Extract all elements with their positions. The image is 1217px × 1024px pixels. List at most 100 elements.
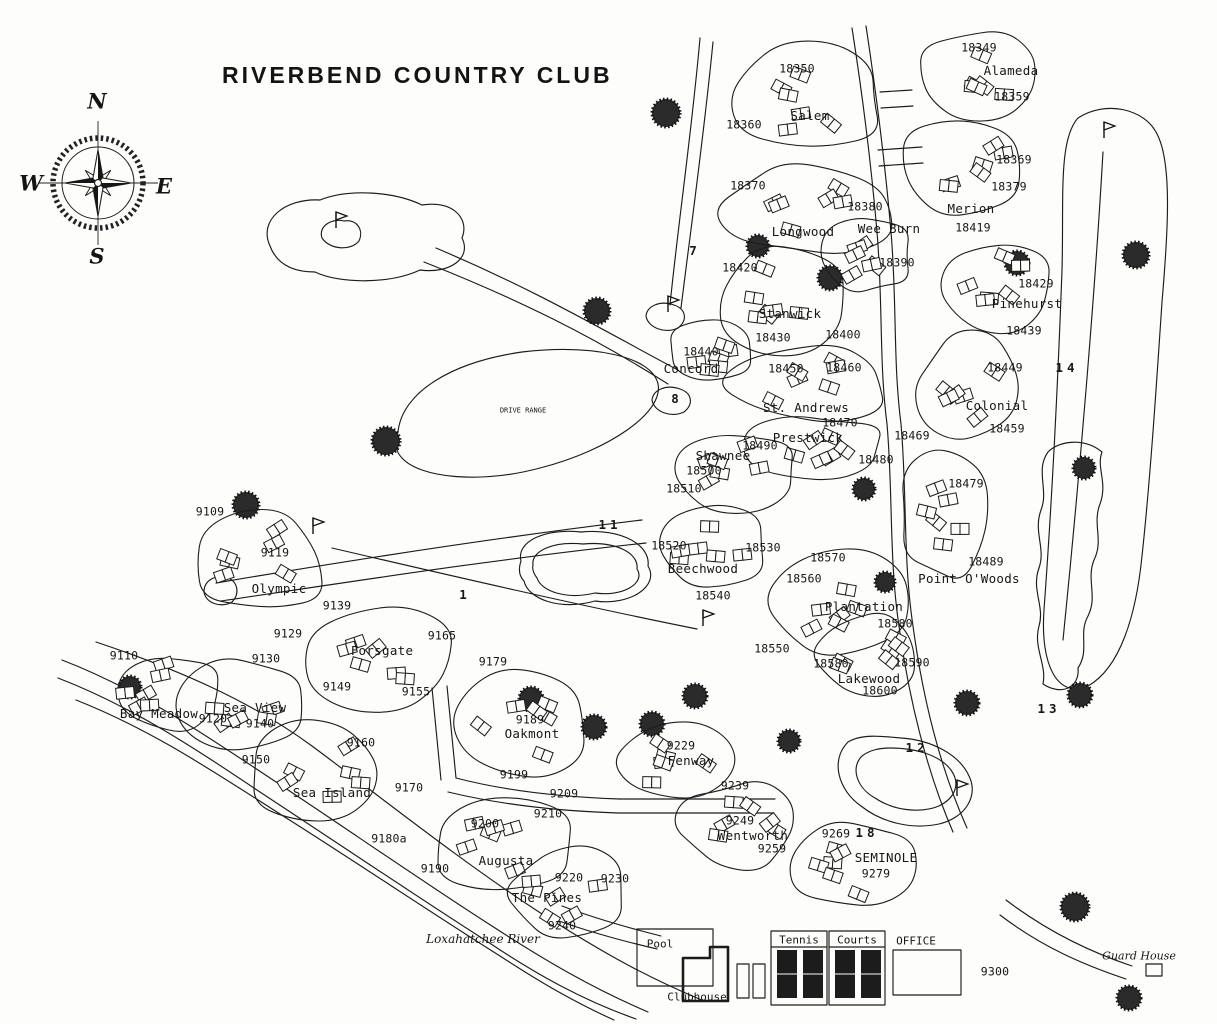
address-label: 9149 xyxy=(322,679,352,694)
neighborhood-boundary xyxy=(117,657,219,732)
building xyxy=(789,65,812,84)
building xyxy=(937,388,960,408)
neighborhood-label: Plantation xyxy=(824,598,904,614)
building xyxy=(887,636,910,658)
road xyxy=(851,27,954,833)
building xyxy=(840,264,863,285)
building xyxy=(802,429,825,451)
building xyxy=(455,838,478,856)
neighborhood-boundary xyxy=(305,606,452,713)
address-label: 18580 xyxy=(813,656,849,671)
neighborhood-boundary xyxy=(437,797,571,891)
neighborhood-label: Wee Burn xyxy=(857,220,921,236)
fairway-line xyxy=(1062,151,1104,641)
building xyxy=(204,701,225,715)
neighborhood-label: Augusta xyxy=(478,852,534,868)
building xyxy=(975,293,996,307)
neighborhood-label: Prestwick xyxy=(772,429,844,445)
river-line xyxy=(95,641,705,1002)
road xyxy=(880,105,914,109)
hole-number-label: 7 xyxy=(689,242,701,258)
address-label: 18419 xyxy=(955,220,991,235)
building xyxy=(282,762,306,782)
address-label: 9129 xyxy=(273,626,303,641)
tennis-block xyxy=(828,930,886,1006)
building xyxy=(707,827,729,843)
building xyxy=(777,122,798,137)
neighborhood-label: Concord xyxy=(663,360,719,376)
neighborhood-label: Fenway xyxy=(667,752,715,768)
outbuilding xyxy=(752,963,766,999)
hole-number-label: 1 xyxy=(459,586,471,602)
tree-icon xyxy=(370,425,402,457)
building xyxy=(821,866,844,885)
tree-icon xyxy=(776,728,802,754)
building xyxy=(994,87,1014,102)
building xyxy=(763,303,784,318)
building xyxy=(736,435,759,454)
neighborhood-label: Alameda xyxy=(983,62,1039,78)
building xyxy=(937,492,959,508)
address-label: 18360 xyxy=(726,117,762,132)
tree-icon xyxy=(650,97,682,129)
address-label: 9180a xyxy=(371,831,407,846)
building xyxy=(950,522,970,535)
neighborhood-label: The Pines xyxy=(511,889,583,905)
building xyxy=(738,795,762,817)
green xyxy=(651,386,691,415)
address-label: 18560 xyxy=(786,571,822,586)
building xyxy=(364,637,387,660)
tree-icon xyxy=(1066,681,1094,709)
building xyxy=(139,698,160,712)
fairway-line xyxy=(680,41,714,309)
address-label: 9155 xyxy=(401,684,431,699)
pond xyxy=(855,747,957,811)
building xyxy=(800,618,823,638)
address-label: 9189 xyxy=(515,712,545,727)
address-label: 18520 xyxy=(651,538,687,553)
neighborhood-label: Oakmont xyxy=(504,725,560,741)
building xyxy=(836,582,857,598)
building xyxy=(915,503,938,520)
address-label: 9199 xyxy=(499,767,529,782)
tree-icon xyxy=(873,570,897,594)
address-label: 9119 xyxy=(260,545,290,560)
road xyxy=(865,25,968,829)
address-label: 18550 xyxy=(754,641,790,656)
building xyxy=(274,563,298,584)
feature-label: Courts xyxy=(837,933,877,947)
address-label: 18440 xyxy=(683,344,719,359)
fairway xyxy=(266,192,465,282)
address-label: 18420 xyxy=(722,260,758,275)
road xyxy=(455,777,621,800)
building xyxy=(395,672,415,686)
pin-flags xyxy=(312,121,1117,796)
pool-deck xyxy=(636,928,714,987)
compass-west-label: W xyxy=(19,170,43,196)
clubhouse-building xyxy=(681,945,730,1003)
road xyxy=(431,687,442,781)
building xyxy=(758,811,781,834)
neighborhood-label: Bay Meadow xyxy=(119,705,199,721)
hole-number-label: 11 xyxy=(598,516,622,532)
address-label: 9140 xyxy=(245,716,275,731)
address-label: 9150 xyxy=(241,752,271,767)
building xyxy=(998,284,1021,306)
neighborhood-label: Forsgate xyxy=(350,642,414,658)
road xyxy=(877,146,923,151)
address-label: 18350 xyxy=(779,61,815,76)
address-label: 18449 xyxy=(987,360,1023,375)
building xyxy=(543,886,567,907)
neighborhood-boundary xyxy=(674,434,793,514)
neighborhood-label: Sea View xyxy=(223,699,287,715)
address-label: 9279 xyxy=(861,866,891,881)
building xyxy=(705,549,726,564)
neighborhood-label: Salem xyxy=(790,107,830,123)
building xyxy=(966,406,989,428)
address-label: 9210 xyxy=(533,806,563,821)
flag-icon xyxy=(702,609,716,626)
building xyxy=(670,543,691,559)
neighborhood-boundary xyxy=(813,612,916,697)
pond xyxy=(532,542,640,597)
building xyxy=(521,874,542,889)
